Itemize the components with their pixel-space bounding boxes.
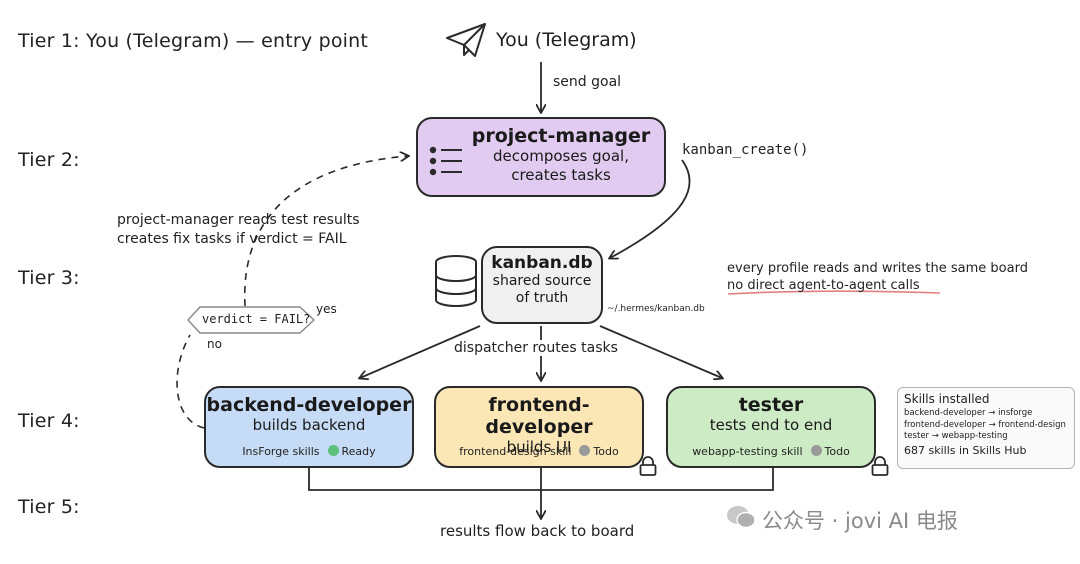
verdict-shape [187, 306, 316, 334]
feedback-note-line2: creates fix tasks if verdict = FAIL [117, 231, 347, 247]
feedback-note-line1: project-manager reads test results [117, 212, 360, 228]
kanban-sub1: shared source [492, 273, 592, 289]
board-note: every profile reads and writes the same … [727, 260, 1028, 294]
wechat-icon [726, 504, 756, 530]
backend-footer: InsForge skills Ready [206, 445, 412, 458]
task-list-icon [429, 146, 462, 176]
frontend-developer-node: frontend-developer builds UI frontend-de… [434, 386, 657, 476]
board-note-line1: every profile reads and writes the same … [727, 261, 1028, 276]
lock-icon [871, 456, 889, 476]
skills-hub-count: 687 skills in Skills Hub [904, 443, 1027, 457]
watermark-text: 公众号 · jovi AI 电报 [762, 509, 958, 533]
project-manager-sub2: creates tasks [511, 166, 611, 184]
frontend-status: Todo [593, 445, 619, 458]
frontend-skill: frontend-design skill [459, 445, 572, 458]
frontend-footer: frontend-design skill Todo [436, 445, 642, 458]
arrow-kanban-create [610, 159, 691, 258]
tester-node: tester tests end to end webapp-testing s… [666, 386, 889, 476]
tester-footer: webapp-testing skill Todo [668, 445, 874, 458]
tester-sub: tests end to end [709, 416, 833, 434]
note-underline [727, 290, 941, 295]
status-dot-icon [810, 445, 822, 456]
frontend-sub: builds UI [506, 438, 572, 456]
database-icon [435, 255, 477, 307]
send-goal-label: send goal [553, 74, 622, 90]
results-label: results flow back to board [440, 522, 635, 540]
tier-1-label: Tier 1: You (Telegram) — entry point [18, 30, 369, 52]
tier-2-label: Tier 2: [18, 149, 80, 171]
status-dot-icon [579, 445, 591, 456]
skills-line: backend-developer → insforge [904, 408, 1033, 418]
skills-line: tester → webapp-testing [904, 431, 1008, 441]
skills-panel: Skills installed backend-developer → ins… [897, 387, 1075, 469]
verdict-yes: yes [316, 302, 337, 316]
status-dot-icon [327, 445, 339, 456]
feedback-note: project-manager reads test results creat… [117, 211, 360, 249]
tier-3-label: Tier 3: [18, 267, 80, 289]
verdict-no: no [207, 337, 222, 351]
board-note-line2: no direct agent-to-agent calls [727, 278, 920, 293]
skills-line: frontend-developer → frontend-design [904, 419, 1066, 430]
user-label: You (Telegram) [496, 29, 637, 51]
frontend-title: frontend-developer [485, 394, 593, 438]
project-manager-node: project-manager decomposes goal, creates… [416, 117, 666, 197]
kanban-sub2: of truth [515, 290, 569, 306]
kanban-create-label: kanban_create() [682, 142, 809, 158]
arrow-to-tester [599, 325, 722, 378]
tester-status: Todo [824, 445, 850, 458]
skills-panel-title: Skills installed [904, 392, 990, 406]
tester-title: tester [738, 394, 804, 416]
arrow-to-backend [360, 325, 481, 378]
verdict-label: verdict = FAIL? [202, 312, 311, 326]
backend-status: Ready [341, 445, 376, 458]
project-manager-title: project-manager [471, 125, 651, 147]
dispatcher-label: dispatcher routes tasks [451, 340, 621, 356]
dashed-loop-from-backend [176, 334, 205, 429]
tester-skill: webapp-testing skill [692, 445, 803, 458]
kanban-path: ~/.hermes/kanban.db [607, 304, 705, 314]
tier-5-label: Tier 5: [18, 496, 80, 518]
kanban-node: kanban.db shared source of truth [481, 246, 603, 324]
kanban-title: kanban.db [491, 253, 593, 273]
backend-title: backend-developer [206, 394, 412, 416]
tier-4-label: Tier 4: [18, 410, 80, 432]
backend-sub: builds backend [252, 416, 366, 434]
paper-plane-icon [446, 23, 486, 57]
project-manager-sub1: decomposes goal, [493, 147, 629, 165]
backend-developer-node: backend-developer builds backend InsForg… [204, 386, 414, 468]
backend-skill: InsForge skills [242, 445, 320, 458]
lock-icon [639, 456, 657, 476]
dashed-loop-to-pm [243, 156, 408, 307]
